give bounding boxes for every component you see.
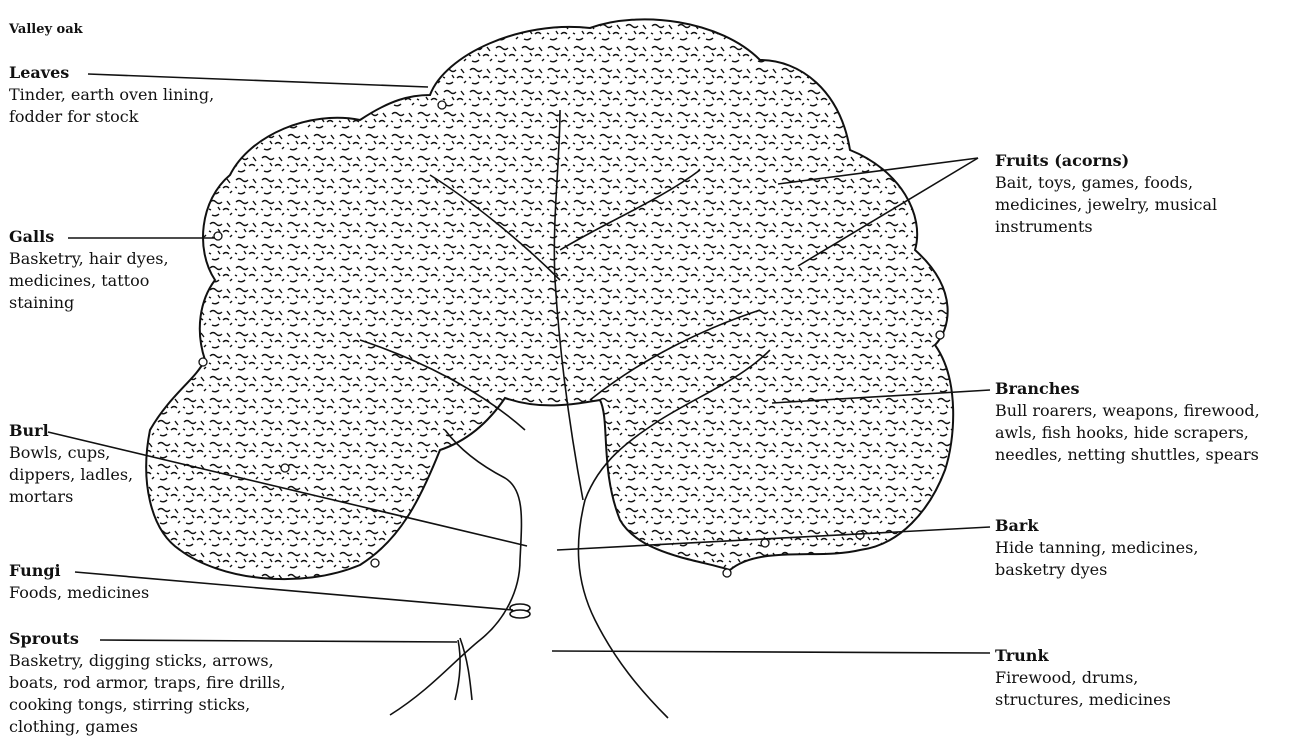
label-fungi: Fungi Foods, medicines	[9, 560, 209, 604]
part-name: Sprouts	[9, 628, 339, 650]
part-uses: Hide tanning, medicines, basketry dyes	[995, 537, 1295, 581]
part-uses: Basketry, digging sticks, arrows, boats,…	[9, 650, 339, 738]
part-name: Trunk	[995, 645, 1295, 667]
label-trunk: Trunk Firewood, drums, structures, medic…	[995, 645, 1295, 711]
label-burl: Burl Bowls, cups, dippers, ladles, morta…	[9, 420, 169, 508]
label-galls: Galls Basketry, hair dyes, medicines, ta…	[9, 226, 209, 314]
label-leaves: Leaves Tinder, earth oven lining, fodder…	[9, 62, 249, 128]
part-uses: Basketry, hair dyes, medicines, tattoo s…	[9, 248, 209, 314]
part-name: Leaves	[9, 62, 249, 84]
part-name: Fruits (acorns)	[995, 150, 1295, 172]
part-name: Burl	[9, 420, 169, 442]
part-name: Bark	[995, 515, 1295, 537]
part-name: Branches	[995, 378, 1305, 400]
part-uses: Firewood, drums, structures, medicines	[995, 667, 1295, 711]
part-name: Galls	[9, 226, 209, 248]
part-name: Fungi	[9, 560, 209, 582]
part-uses: Bait, toys, games, foods, medicines, jew…	[995, 172, 1295, 238]
part-uses: Tinder, earth oven lining, fodder for st…	[9, 84, 249, 128]
label-sprouts: Sprouts Basketry, digging sticks, arrows…	[9, 628, 339, 738]
label-fruits: Fruits (acorns) Bait, toys, games, foods…	[995, 150, 1295, 238]
label-branches: Branches Bull roarers, weapons, firewood…	[995, 378, 1305, 466]
part-uses: Foods, medicines	[9, 582, 209, 604]
oak-canopy	[146, 19, 953, 579]
part-uses: Bowls, cups, dippers, ladles, mortars	[9, 442, 169, 508]
page-title: Valley oak	[9, 22, 83, 37]
label-bark: Bark Hide tanning, medicines, basketry d…	[995, 515, 1295, 581]
leader-trunk	[552, 651, 990, 653]
part-uses: Bull roarers, weapons, firewood, awls, f…	[995, 400, 1305, 466]
